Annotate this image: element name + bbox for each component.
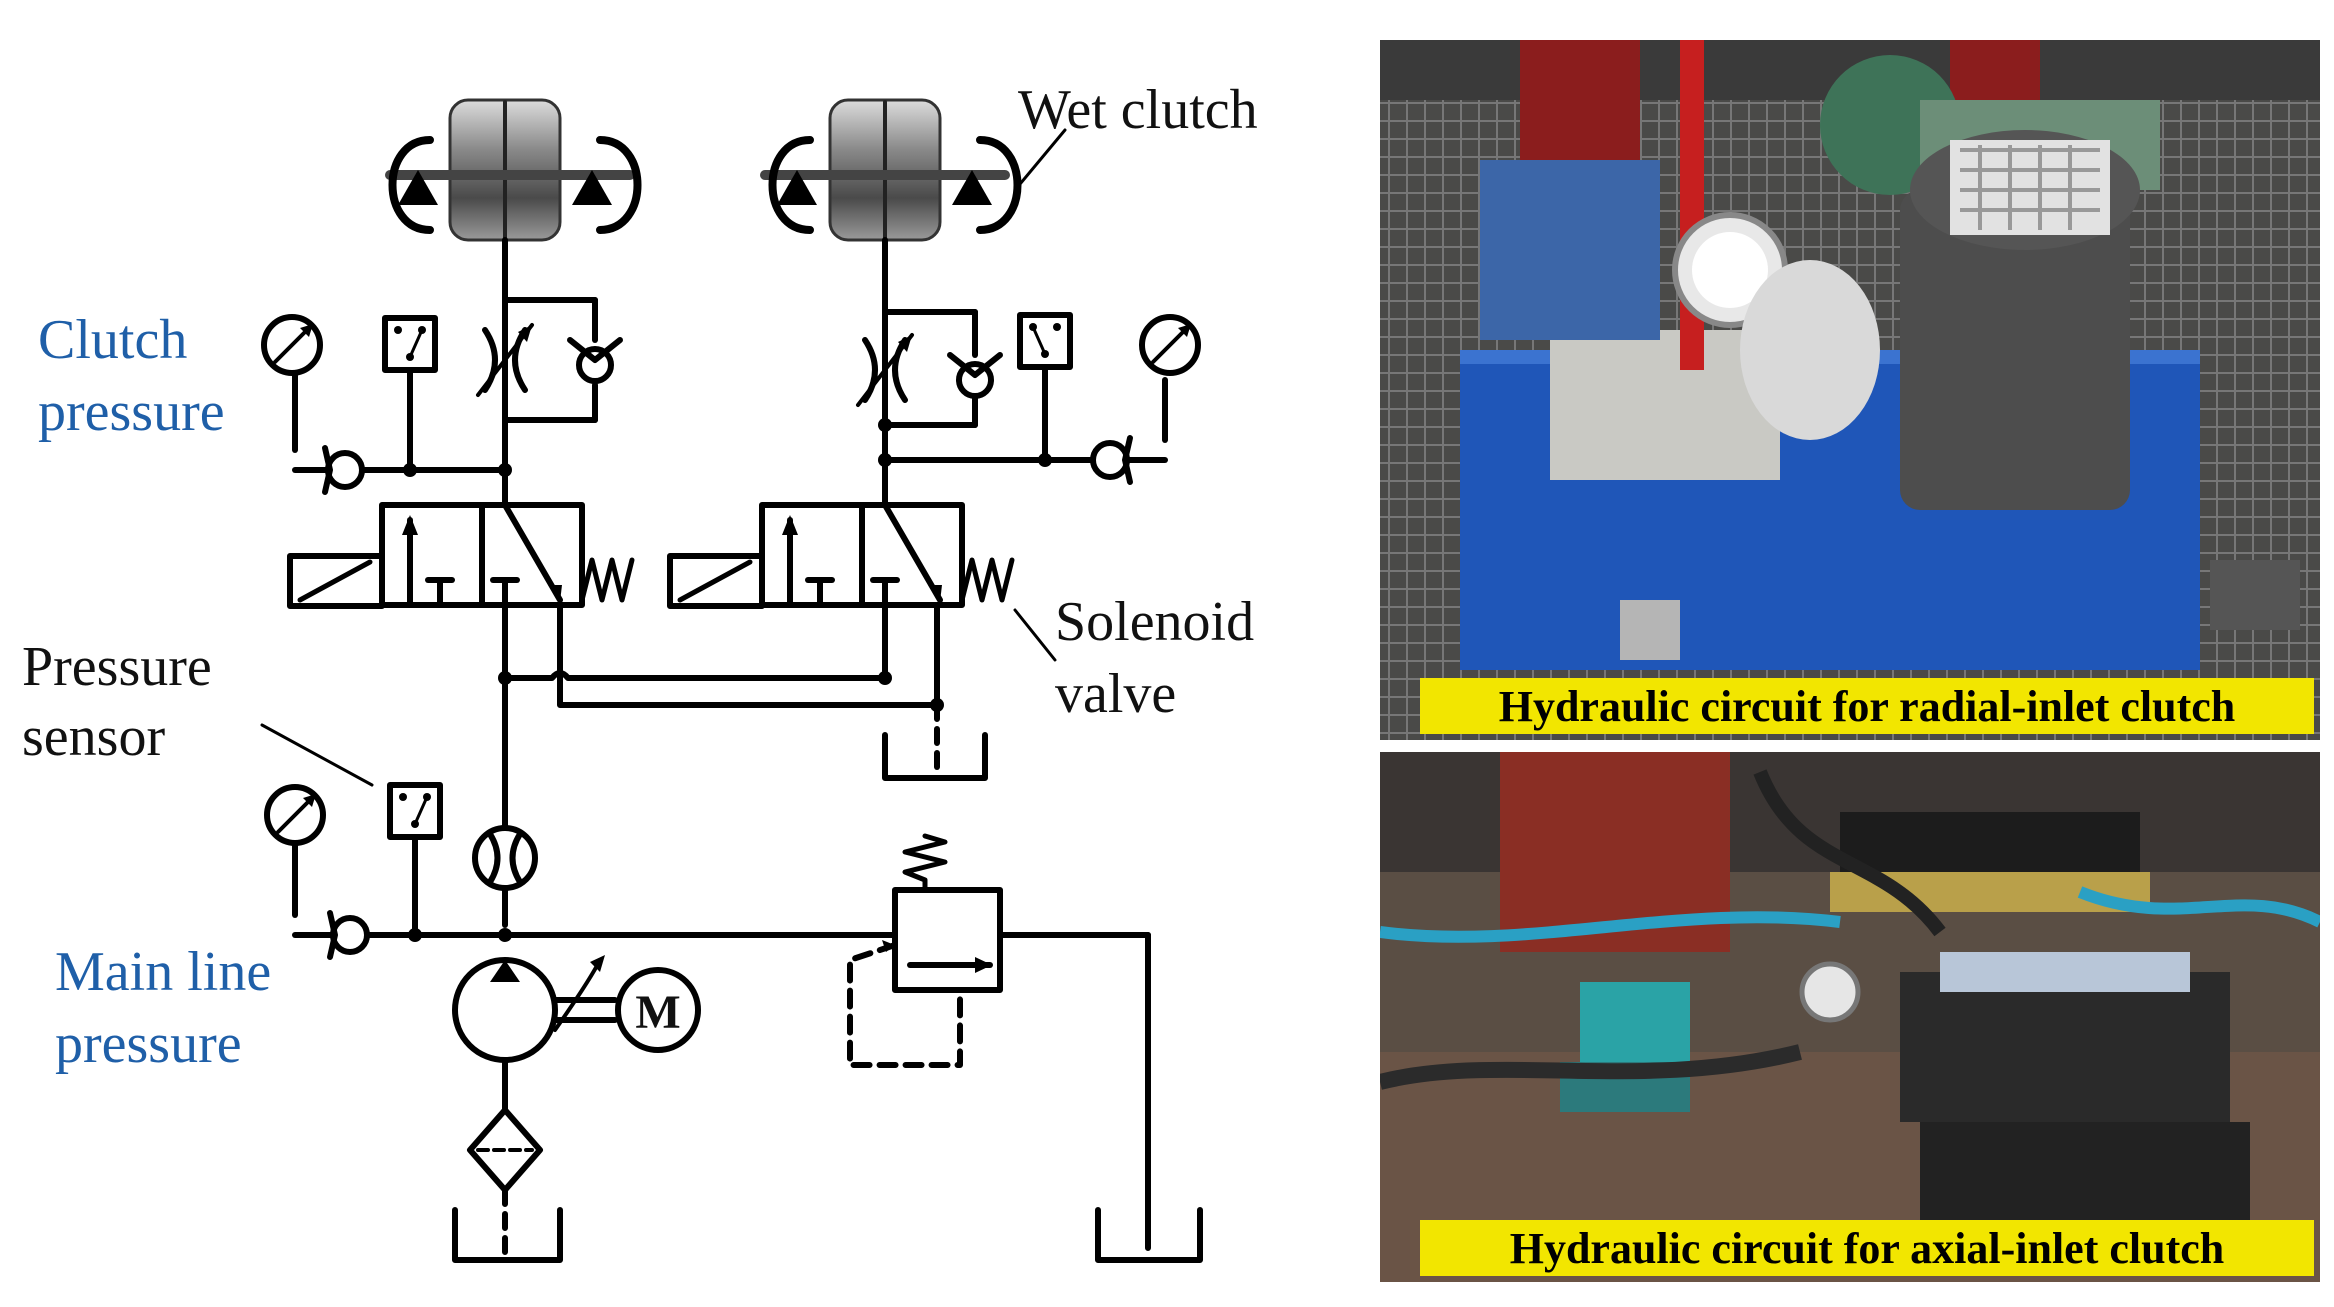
hydraulic-schematic: Wet clutch Clutch pressure Solenoid valv… [22, 79, 1258, 1263]
gauge-check-valve-left [322, 445, 365, 495]
filter [467, 1107, 543, 1263]
gauge-check-valve-right [1090, 435, 1133, 485]
caption-axial-inlet: Hydraulic circuit for axial-inlet clutch [1420, 1220, 2314, 1276]
relief-valve [847, 833, 1003, 1068]
left-branch-lines [292, 237, 598, 508]
throttle-valve-left [476, 323, 534, 397]
radial-rig-image [1380, 40, 2320, 740]
wet-clutch-right [760, 98, 1067, 242]
throttle-valve-right [856, 333, 914, 407]
pressure-gauge-clutch-left [261, 314, 323, 376]
check-valve-right [947, 352, 1003, 399]
label-clutch-pressure-1: Clutch [38, 309, 187, 371]
label-solenoid-2: valve [1055, 663, 1176, 725]
pressure-switch-left [382, 315, 438, 373]
photo-axial-inlet: Hydraulic circuit for axial-inlet clutch [1380, 752, 2320, 1282]
solenoid-valve-right [667, 502, 1057, 662]
label-solenoid-1: Solenoid [1055, 591, 1254, 653]
check-valve-left [567, 337, 623, 384]
pressure-switch-right [1017, 312, 1073, 370]
tank-main [452, 1207, 563, 1263]
solenoid-valve-left [287, 502, 635, 609]
motor [552, 967, 701, 1053]
motor-symbol-label: M [635, 986, 680, 1039]
label-main-line-2: pressure [55, 1013, 242, 1075]
main-line [292, 832, 1151, 1248]
label-clutch-pressure-2: pressure [38, 381, 225, 443]
gauge-check-valve-main [327, 910, 370, 960]
caption-radial-inlet: Hydraulic circuit for radial-inlet clutc… [1420, 678, 2314, 734]
label-pressure-sensor-2: sensor [22, 706, 165, 768]
pressure-gauge-main-line [264, 784, 326, 846]
label-main-line-1: Main line [55, 941, 271, 1003]
label-pressure-sensor-1: Pressure [22, 636, 212, 698]
hydraulic-pump [452, 955, 605, 1063]
flowmeter [472, 825, 538, 891]
pressure-gauge-clutch-right [1139, 314, 1201, 376]
tank-relief [1095, 1207, 1203, 1263]
label-wet-clutch: Wet clutch [1018, 79, 1258, 141]
pressure-sensor-main [260, 723, 443, 840]
wet-clutch-left [385, 98, 642, 242]
axial-rig-image [1380, 752, 2320, 1282]
photo-radial-inlet: Hydraulic circuit for radial-inlet clutc… [1380, 40, 2320, 740]
